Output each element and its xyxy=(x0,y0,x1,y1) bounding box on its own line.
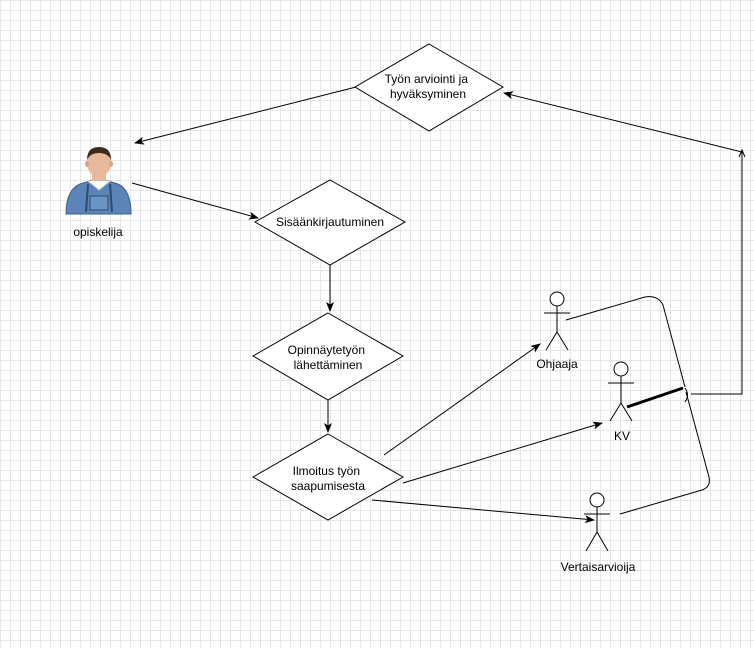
student-label: opiskelija xyxy=(73,225,123,239)
node-opinnayte-line1: Opinnäytetyön xyxy=(288,343,365,357)
node-arviointi-line2: hyväksyminen xyxy=(390,87,466,101)
edge-ilmoitus-to-kv xyxy=(402,421,603,484)
node-sisaan-line1: Sisäänkirjautuminen xyxy=(276,215,384,229)
actor-vertaisarvioija-label: Vertaisarvioija xyxy=(561,560,636,574)
edge-ohjaaja-return xyxy=(565,296,686,388)
edge-merge-to-arviointi xyxy=(503,91,743,395)
edge-vertaisarvioija-return xyxy=(619,391,710,515)
svg-text:Työn arviointi ja hyväks: Työn arviointi ja hyväksyminen xyxy=(385,72,472,101)
node-sisaankirjautuminen[interactable]: Sisäänkirjautuminen xyxy=(253,179,407,266)
edge-opiskelija-to-sisaan xyxy=(131,182,259,220)
edge-ilmoitus-to-ohjaaja xyxy=(383,343,541,456)
node-ilmoitus-line2: saapumisesta xyxy=(291,479,365,493)
student-avatar-icon[interactable] xyxy=(65,147,132,215)
edge-kv-return xyxy=(626,386,684,409)
node-ilmoitus-line1: Ilmoitus työn xyxy=(293,464,360,478)
svg-text:Opinnäytetyön lähettämin: Opinnäytetyön lähettäminen xyxy=(288,343,369,372)
node-opinnaytetyon-lahettaminen[interactable]: Opinnäytetyön lähettäminen xyxy=(252,312,404,401)
svg-text:Ilmoitus työn saapumises: Ilmoitus työn saapumisesta xyxy=(291,464,365,493)
edge-ilmoitus-to-vertaisarvioija xyxy=(371,499,595,524)
node-arviointi-line1: Työn arviointi ja xyxy=(385,72,469,86)
node-arviointi[interactable]: Työn arviointi ja hyväksyminen xyxy=(354,43,504,132)
actor-kv-icon[interactable] xyxy=(608,361,634,422)
actor-ohjaaja-icon[interactable] xyxy=(544,291,570,351)
edge-arviointi-to-opiskelija xyxy=(134,86,357,145)
actor-ohjaaja-label: Ohjaaja xyxy=(536,357,578,371)
actor-vertaisarvioija-icon[interactable] xyxy=(584,492,610,552)
node-opinnayte-line2: lähettäminen xyxy=(294,358,363,372)
svg-text:Sisäänkirjautuminen: Sisäänkirjautuminen xyxy=(276,215,384,229)
actor-kv-label: KV xyxy=(614,429,630,443)
node-ilmoitus-tyon-saapumisesta[interactable]: Ilmoitus työn saapumisesta xyxy=(251,433,405,521)
edge-jump-arc xyxy=(684,387,688,403)
